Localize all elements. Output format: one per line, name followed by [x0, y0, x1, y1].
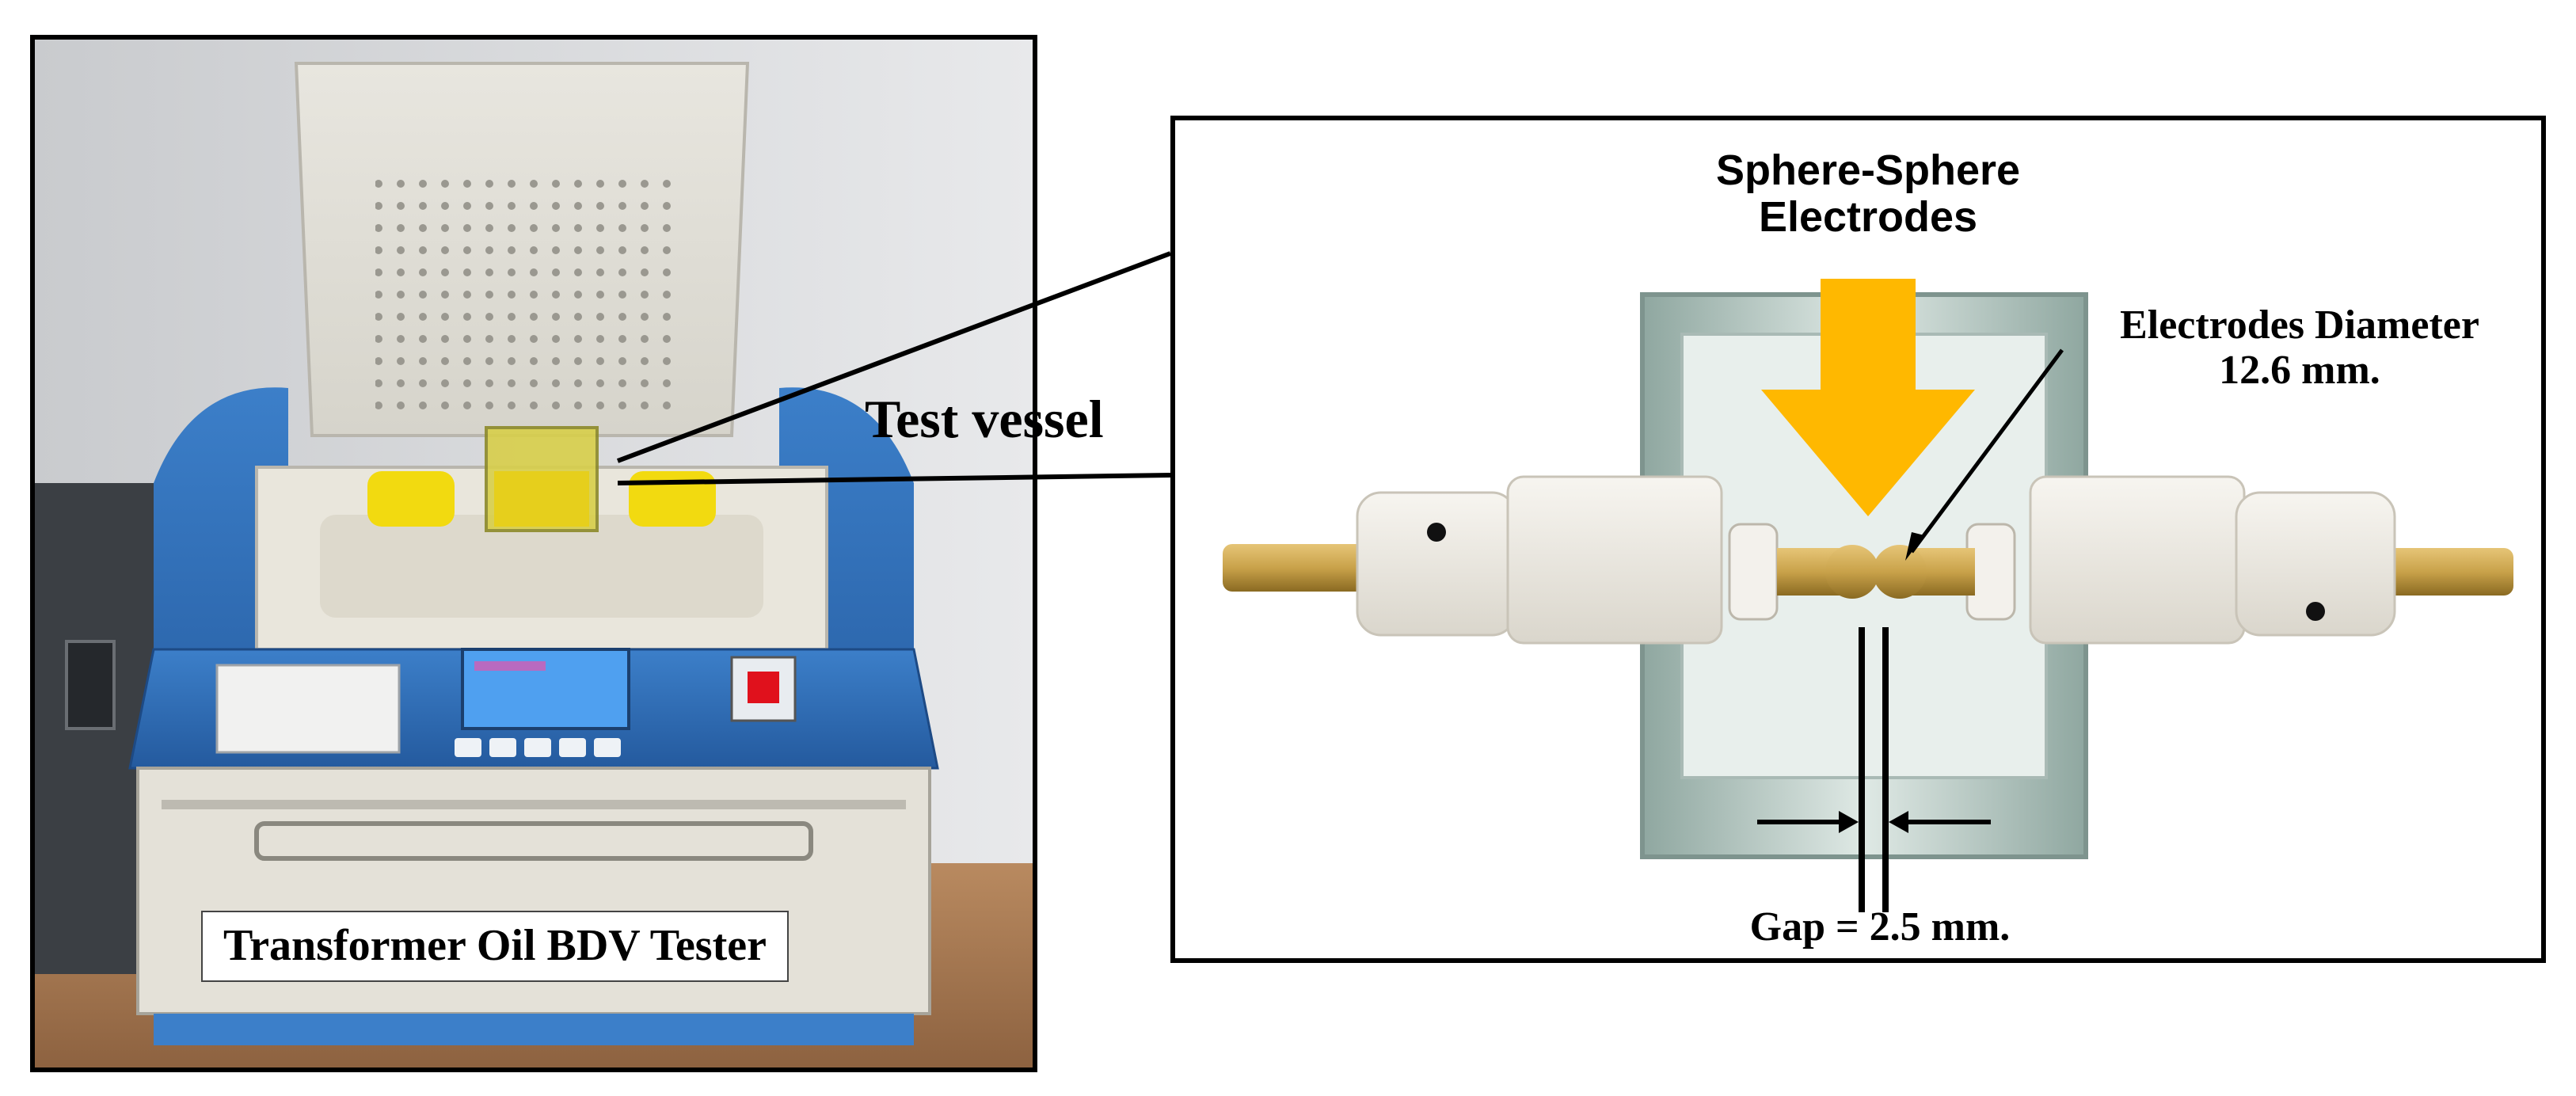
electrodes-arrow [1761, 279, 1975, 516]
diameter-label-line2: 12.6 mm. [2219, 348, 2380, 394]
right-electrode-holder [629, 471, 716, 527]
vessel-illustration [1223, 279, 2513, 912]
tester-label: Transformer Oil BDV Tester [201, 911, 789, 982]
drawer-handle [254, 821, 813, 861]
test-vessel-photo: Sphere-Sphere Electrodes Electrodes Diam… [1170, 116, 2546, 963]
sphere-label-line2: Electrodes [1758, 193, 1978, 242]
left-holder [1356, 491, 1517, 637]
sphere-electrodes-label: Sphere-Sphere Electrodes [1686, 147, 2050, 242]
right-holder [2235, 491, 2396, 637]
right-brass-rod [2363, 548, 2513, 596]
diameter-label: Electrodes Diameter 12.6 mm. [2070, 303, 2529, 393]
printer-slot [215, 664, 401, 754]
keypad-buttons [455, 738, 621, 757]
diameter-label-line1: Electrodes Diameter [2120, 303, 2479, 348]
tester-photo: Transformer Oil BDV Tester [30, 35, 1037, 1072]
left-electrode-holder [367, 471, 455, 527]
gap-label: Gap = 2.5 mm. [1749, 904, 2011, 949]
left-sphere-electrode [1825, 545, 1879, 599]
left-brass-rod [1223, 544, 1373, 592]
test-vessel-label: Test vessel [865, 389, 1104, 449]
right-sphere-electrode [1873, 545, 1927, 599]
sphere-label-line1: Sphere-Sphere [1715, 147, 2021, 194]
tester-illustration [35, 40, 1033, 1067]
power-switch [748, 672, 779, 703]
